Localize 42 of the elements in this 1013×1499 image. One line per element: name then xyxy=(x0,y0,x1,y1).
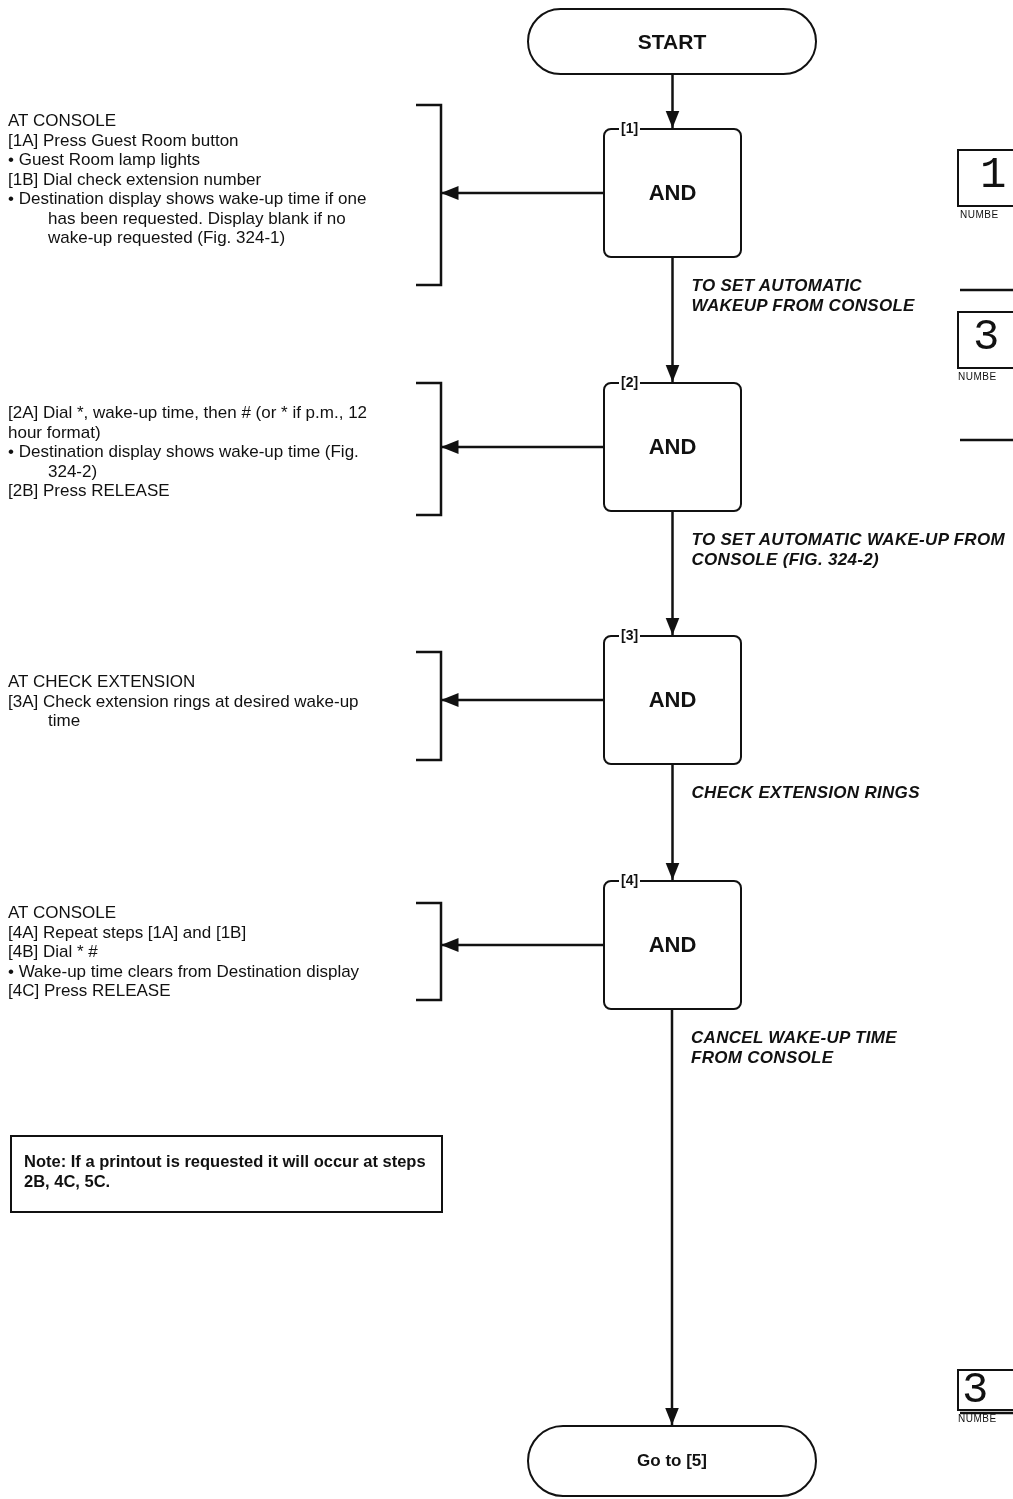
instruction-text: [1A] Press Guest Room button xyxy=(8,130,240,150)
arrow xyxy=(441,440,603,454)
display-caption: NUMBE xyxy=(960,209,999,220)
step-number: [3] xyxy=(619,626,641,644)
instruction-text: [4C] Press RELEASE xyxy=(8,981,172,1001)
instruction-text: AT CONSOLE xyxy=(8,903,117,923)
step-number: [1] xyxy=(619,119,641,137)
instruction-text: [4B] Dial * # xyxy=(8,942,99,962)
node-label: Go to [5] xyxy=(637,1451,707,1471)
node-label: AND xyxy=(648,687,697,713)
instruction-text: • Destination display shows wake-up time (Fig. 324-2) xyxy=(8,442,360,481)
note-text: Note: If a printout is requested it will occur at steps 2B, 4C, 5C. xyxy=(24,1152,426,1190)
display-caption: NUMBE xyxy=(958,1413,997,1424)
arrow xyxy=(441,186,603,200)
instruction-text: • Wake-up time clears from Destination display xyxy=(8,961,361,981)
node-label: START xyxy=(637,29,707,54)
instruction-text: [2B] Press RELEASE xyxy=(8,481,171,501)
node-label: AND xyxy=(648,434,697,460)
step-number: [4] xyxy=(619,871,641,889)
instruction-text: [2A] Dial *, wake-up time, then # (or * if p.m., 12 hour format) xyxy=(8,403,369,442)
arrow xyxy=(441,938,603,952)
arrow xyxy=(665,765,680,880)
instruction-text: [4A] Repeat steps [1A] and [1B] xyxy=(8,922,248,942)
display-digit: 3 xyxy=(962,1368,989,1412)
instruction-text: • Guest Room lamp lights xyxy=(8,150,202,170)
node-label: AND xyxy=(648,932,697,958)
display-caption: NUMBE xyxy=(958,371,997,382)
instruction-text: AT CONSOLE xyxy=(8,111,117,131)
step-number: [2] xyxy=(619,373,641,391)
instruction-text: [3A] Check extension rings at desired wake-up time xyxy=(8,691,360,731)
arrow xyxy=(665,258,680,382)
arrow xyxy=(441,693,603,707)
instruction-text: [1B] Dial check extension number xyxy=(8,169,263,189)
node-label: AND xyxy=(648,180,697,206)
instruction-text: AT CHECK EXTENSION xyxy=(8,672,197,692)
arrow xyxy=(665,1010,679,1425)
display-digit: 3 xyxy=(973,315,1000,359)
display-digit: 1 xyxy=(980,153,1007,197)
instruction-text: • Destination display shows wake-up time if one has been requested. Display blank if no wake-up requested (Fig. 324-1) xyxy=(8,189,368,248)
note-box xyxy=(10,1135,443,1213)
arrow xyxy=(665,75,680,128)
arrow xyxy=(665,512,680,635)
